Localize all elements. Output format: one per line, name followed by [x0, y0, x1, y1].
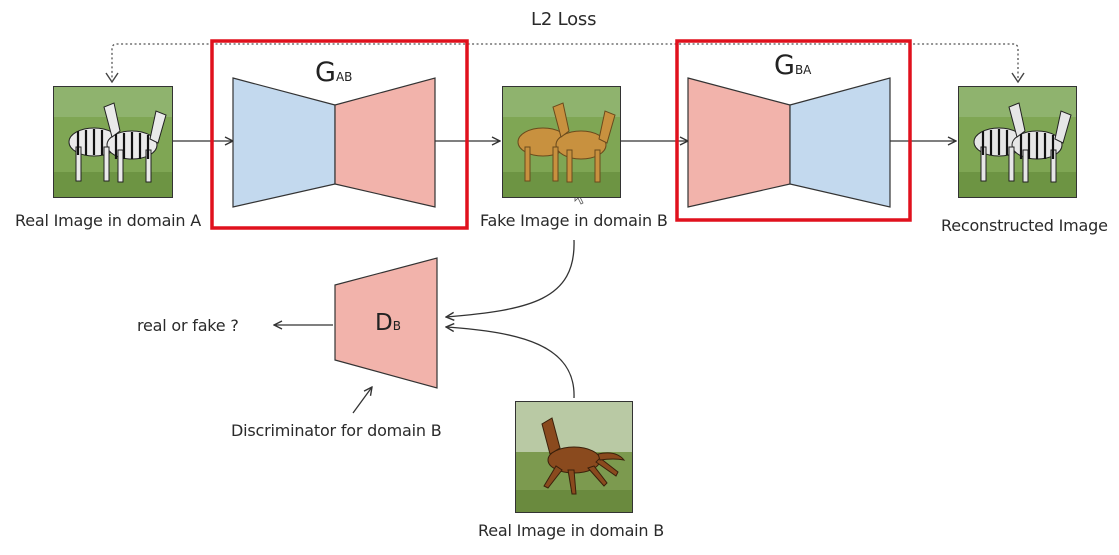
arrow-fake-to-disc — [446, 239, 575, 317]
gab-highlight-box — [210, 39, 469, 230]
l2-loss-label: L2 Loss — [531, 9, 597, 30]
fake-image-b-label: Fake Image in domain B — [480, 211, 668, 230]
reconstructed-image-label: Reconstructed Image — [941, 216, 1108, 235]
arrow-realb-to-disc — [446, 327, 575, 399]
running-horse-image-icon — [516, 402, 632, 512]
real-image-b — [515, 401, 633, 513]
real-or-fake-label: real or fake ? — [137, 316, 239, 335]
gab-decoder-shape — [334, 77, 436, 208]
disc-subscript: B — [392, 319, 401, 333]
discriminator-label: Discriminator for domain B — [231, 421, 442, 440]
real-image-a-label: Real Image in domain A — [15, 211, 201, 230]
discriminator-shape — [334, 257, 438, 389]
gab-title: GAB — [315, 57, 352, 88]
gab-encoder-shape — [232, 77, 336, 208]
arrow-label-to-disc — [352, 387, 372, 414]
gba-title: GBA — [774, 50, 811, 81]
gba-right-shape — [789, 77, 891, 208]
gba-left-shape — [687, 77, 791, 208]
real-image-b-label: Real Image in domain B — [478, 521, 665, 540]
gba-letter: G — [774, 50, 795, 81]
gba-subscript: BA — [794, 63, 812, 77]
disc-title: DB — [375, 310, 401, 336]
l2-arrow-right-head — [1011, 72, 1025, 84]
zebra-image-icon — [54, 87, 172, 197]
fake-image-b — [502, 86, 621, 198]
l2-loss-dotted-path — [111, 43, 1019, 80]
gba-highlight-box — [675, 39, 912, 222]
fake-horse-image-icon — [503, 87, 620, 197]
gab-subscript: AB — [335, 70, 353, 84]
reconstructed-zebra-image-icon — [959, 87, 1076, 197]
real-image-a — [53, 86, 173, 198]
gab-letter: G — [315, 57, 336, 88]
disc-letter: D — [375, 310, 393, 336]
l2-arrow-left-head — [105, 72, 119, 84]
reconstructed-image — [958, 86, 1077, 198]
